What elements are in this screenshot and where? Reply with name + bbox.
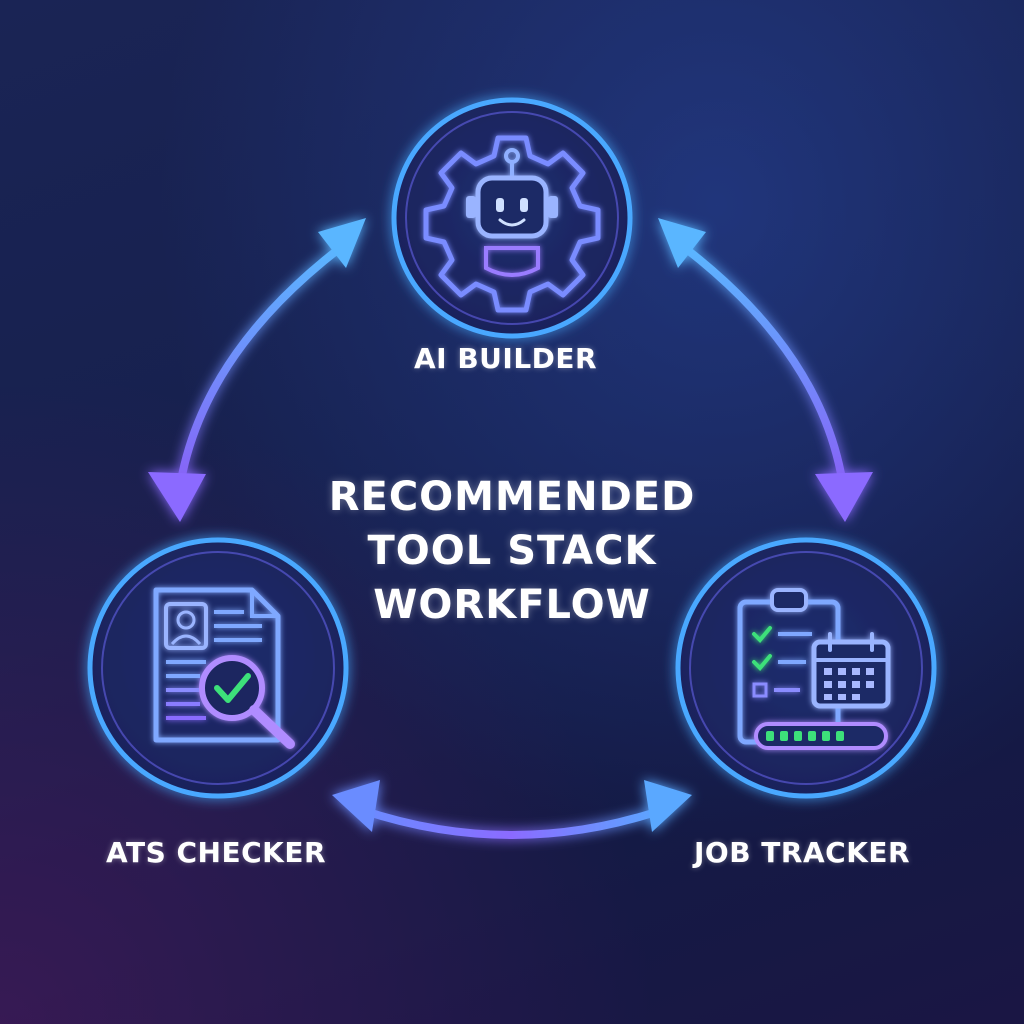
clipboard-calendar-progress-icon — [737, 588, 891, 750]
arrow-ai-builder-job-tracker — [658, 218, 873, 522]
node-ats-checker — [87, 537, 349, 799]
resume-magnifier-check-icon — [153, 587, 295, 749]
node-job-tracker — [675, 537, 937, 799]
diagram-title-line-2: TOOL STACK — [367, 528, 657, 574]
diagram-title-line-3: WORKFLOW — [373, 582, 651, 628]
diagram-title-line-1: RECOMMENDED — [328, 474, 696, 520]
node-ai-builder — [391, 97, 633, 339]
node-label-job-tracker: JOB TRACKER — [694, 836, 911, 869]
arrow-ats-checker-job-tracker — [332, 780, 692, 839]
diagram-title: RECOMMENDED TOOL STACK WORKFLOW — [262, 470, 762, 632]
arrow-ai-builder-ats-checker — [148, 218, 366, 522]
node-label-ai-builder: AI BUILDER — [414, 342, 598, 375]
node-label-ats-checker: ATS CHECKER — [106, 836, 327, 869]
robot-gear-icon — [423, 135, 601, 313]
